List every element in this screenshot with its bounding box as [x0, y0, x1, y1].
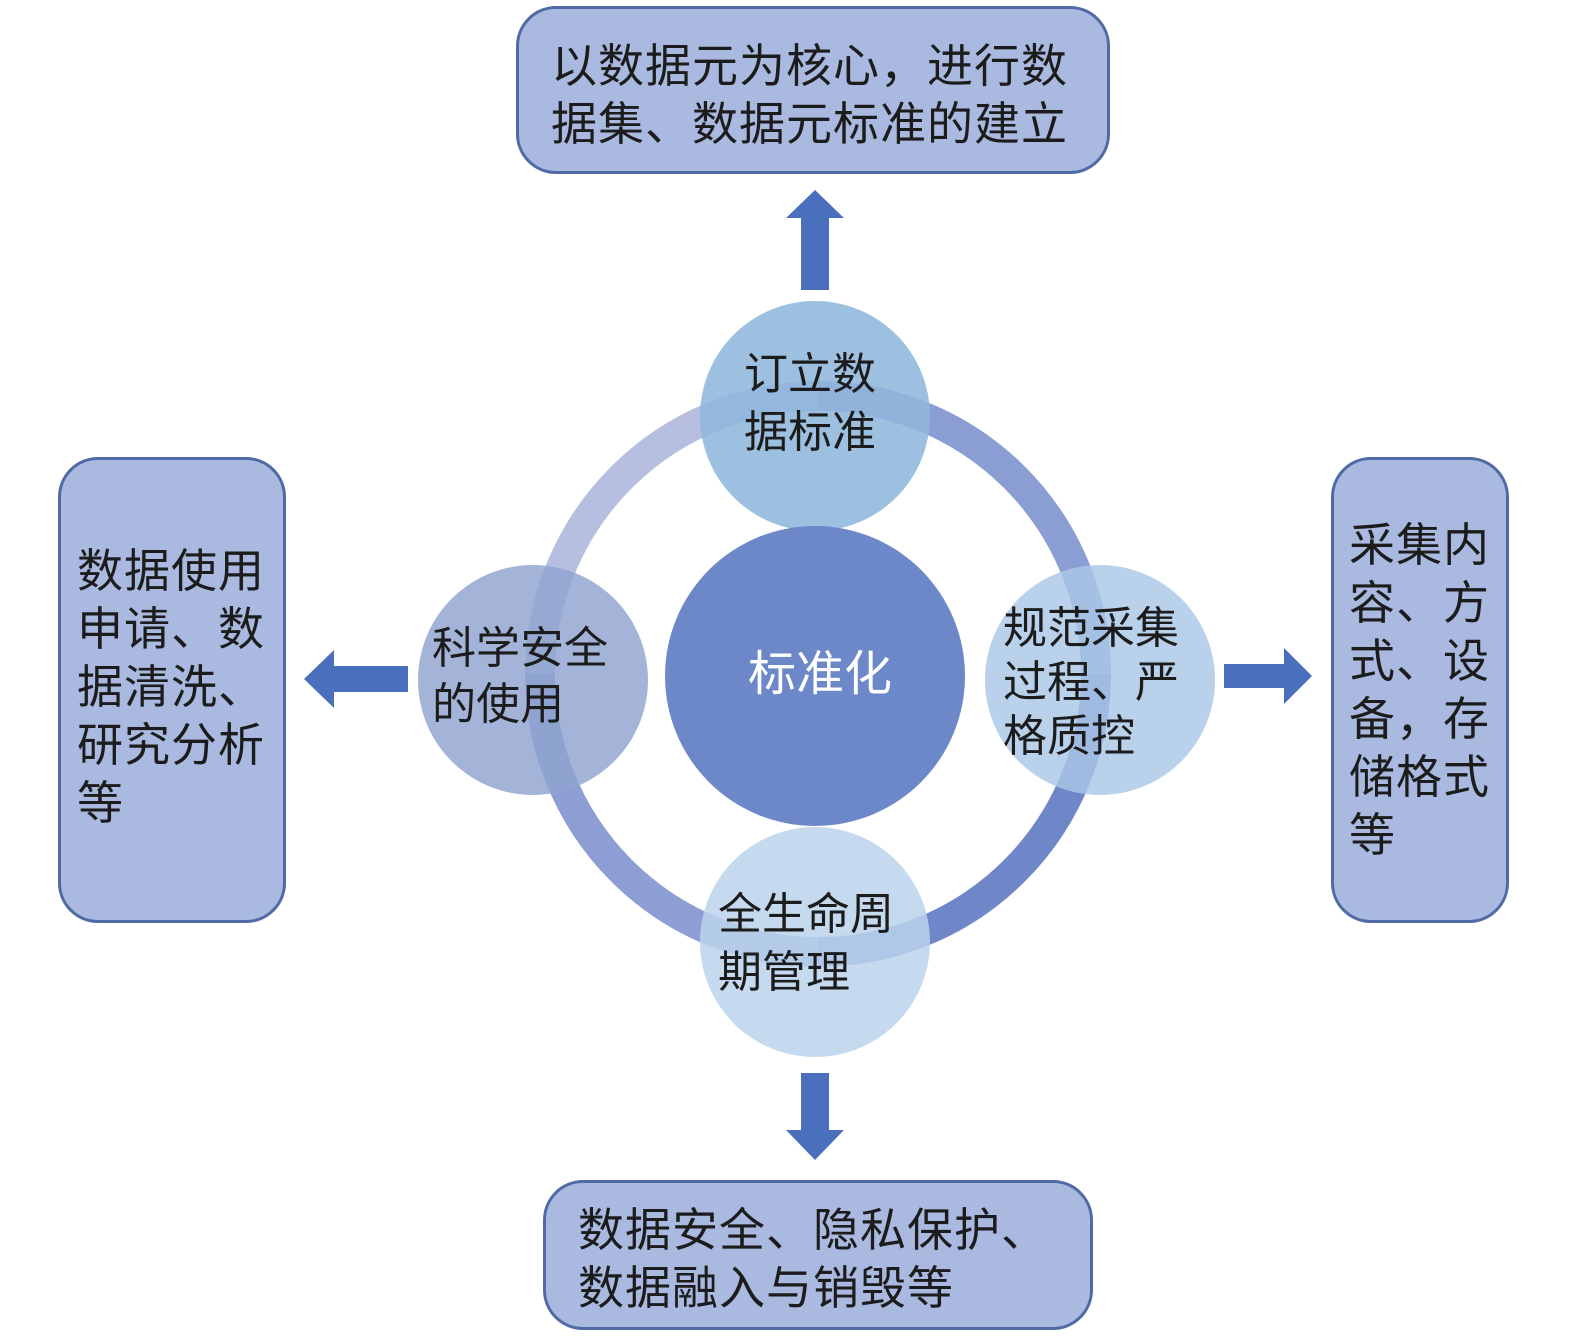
node-bottom-line-2: 期管理: [718, 947, 850, 998]
box-right-line-3: 式、设: [1349, 634, 1490, 688]
box-left-line-4: 研究分析: [77, 718, 265, 772]
node-right-line-3: 格质控: [1003, 711, 1135, 762]
node-left-line-1: 科学安全: [432, 623, 608, 674]
node-left: 科学安全 的使用: [418, 565, 648, 795]
box-right-line-5: 储格式: [1349, 750, 1490, 804]
arrow-right: [1224, 648, 1312, 704]
node-bottom-line-1: 全生命周: [718, 889, 894, 940]
node-top-circle: [700, 301, 930, 531]
box-left-line-5: 等: [77, 776, 124, 830]
box-left-line-3: 据清洗、: [77, 660, 265, 714]
node-right-circle: [985, 565, 1215, 795]
box-right-line-6: 等: [1349, 808, 1396, 862]
node-bottom-circle: [700, 827, 930, 1057]
node-left-line-2: 的使用: [432, 679, 564, 730]
box-top-line-1: 以数据元为核心，进行数: [551, 39, 1068, 93]
arrow-down: [786, 1073, 844, 1160]
arrow-left: [304, 650, 408, 708]
arrow-up: [786, 190, 844, 290]
center-label: 标准化: [748, 646, 893, 702]
node-top-line-1: 订立数: [744, 349, 876, 400]
box-left-line-1: 数据使用: [77, 544, 265, 598]
box-bottom-line-1: 数据安全、隐私保护、: [578, 1203, 1048, 1257]
node-right: 规范采集 过程、严 格质控: [985, 565, 1215, 795]
box-right: 采集内 容、方 式、设 备，存 储格式 等: [1331, 457, 1509, 923]
box-bottom-line-2: 数据融入与销毁等: [578, 1261, 954, 1315]
box-left: 数据使用 申请、数 据清洗、 研究分析 等: [58, 457, 286, 923]
node-top: 订立数 据标准: [700, 301, 930, 531]
node-left-circle: [418, 565, 648, 795]
box-bottom: 数据安全、隐私保护、 数据融入与销毁等: [543, 1180, 1093, 1330]
center-circle: [665, 526, 965, 826]
node-right-line-1: 规范采集: [1003, 603, 1179, 654]
box-top: 以数据元为核心，进行数 据集、数据元标准的建立: [516, 6, 1110, 174]
node-top-line-2: 据标准: [744, 407, 876, 458]
box-right-line-4: 备，存: [1349, 692, 1490, 746]
box-right-line-1: 采集内: [1349, 518, 1490, 572]
box-top-line-2: 据集、数据元标准的建立: [551, 97, 1068, 151]
node-right-line-2: 过程、严: [1003, 657, 1179, 708]
box-right-line-2: 容、方: [1349, 576, 1490, 630]
node-bottom: 全生命周 期管理: [700, 827, 930, 1057]
box-left-line-2: 申请、数: [77, 602, 265, 656]
